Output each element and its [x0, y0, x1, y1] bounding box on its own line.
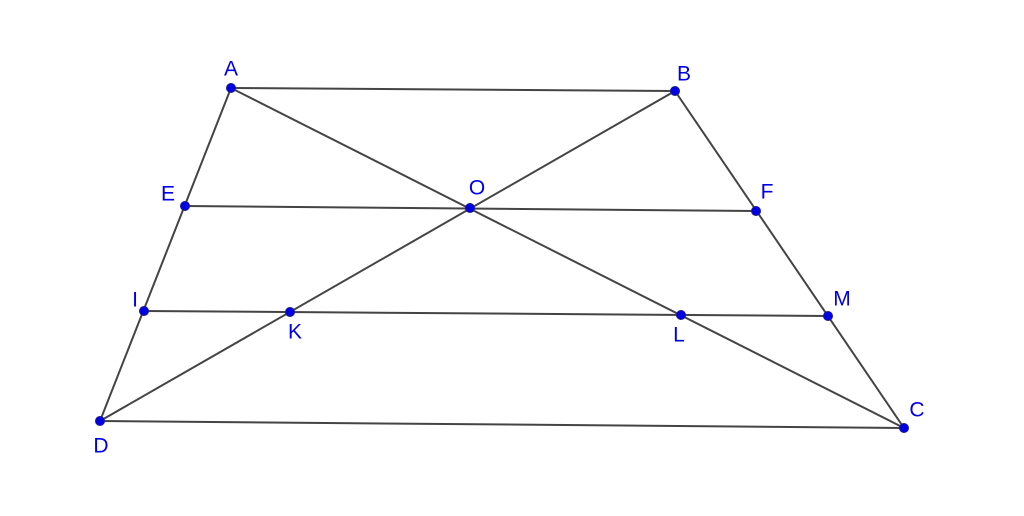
- point-label-c: C: [909, 399, 924, 422]
- segment-cd: [99, 420, 905, 429]
- segment-bd: [99, 90, 676, 422]
- point-k: [285, 307, 295, 317]
- segments-layer: [99, 87, 905, 429]
- segment-ac: [230, 87, 905, 429]
- point-b: [670, 86, 680, 96]
- point-label-e: E: [161, 183, 175, 206]
- point-a: [226, 83, 236, 93]
- segment-da: [99, 87, 232, 422]
- point-m: [823, 311, 833, 321]
- point-label-b: B: [677, 63, 691, 86]
- point-label-o: O: [469, 177, 485, 200]
- points-layer: [95, 83, 909, 433]
- point-label-k: K: [288, 321, 302, 344]
- labels-layer: A B C D E F O I K L M: [93, 58, 924, 458]
- point-label-d: D: [93, 435, 108, 458]
- segment-ab: [230, 87, 676, 92]
- point-label-l: L: [673, 324, 685, 347]
- point-e: [180, 201, 190, 211]
- point-o: [465, 203, 475, 213]
- point-label-m: M: [833, 288, 851, 311]
- point-d: [95, 416, 105, 426]
- segment-im: [143, 310, 829, 317]
- point-l: [676, 310, 686, 320]
- point-i: [139, 306, 149, 316]
- point-c: [899, 423, 909, 433]
- point-f: [751, 206, 761, 216]
- point-label-a: A: [224, 58, 238, 81]
- point-label-f: F: [761, 181, 774, 204]
- segment-bc: [674, 90, 905, 429]
- point-label-i: I: [132, 289, 138, 312]
